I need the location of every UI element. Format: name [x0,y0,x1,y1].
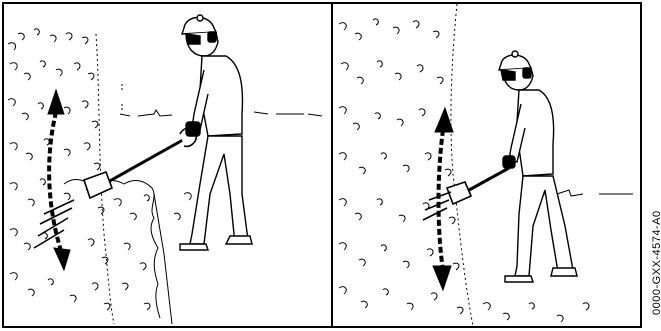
hedge-wall [4,24,114,324]
hedge-wall [333,4,473,326]
figure-code: 0000-GXX-4574-A0 [651,210,661,315]
panel-right [333,4,640,326]
operator-figure [180,15,252,250]
operator-figure [499,51,577,282]
panel-left [4,4,331,326]
